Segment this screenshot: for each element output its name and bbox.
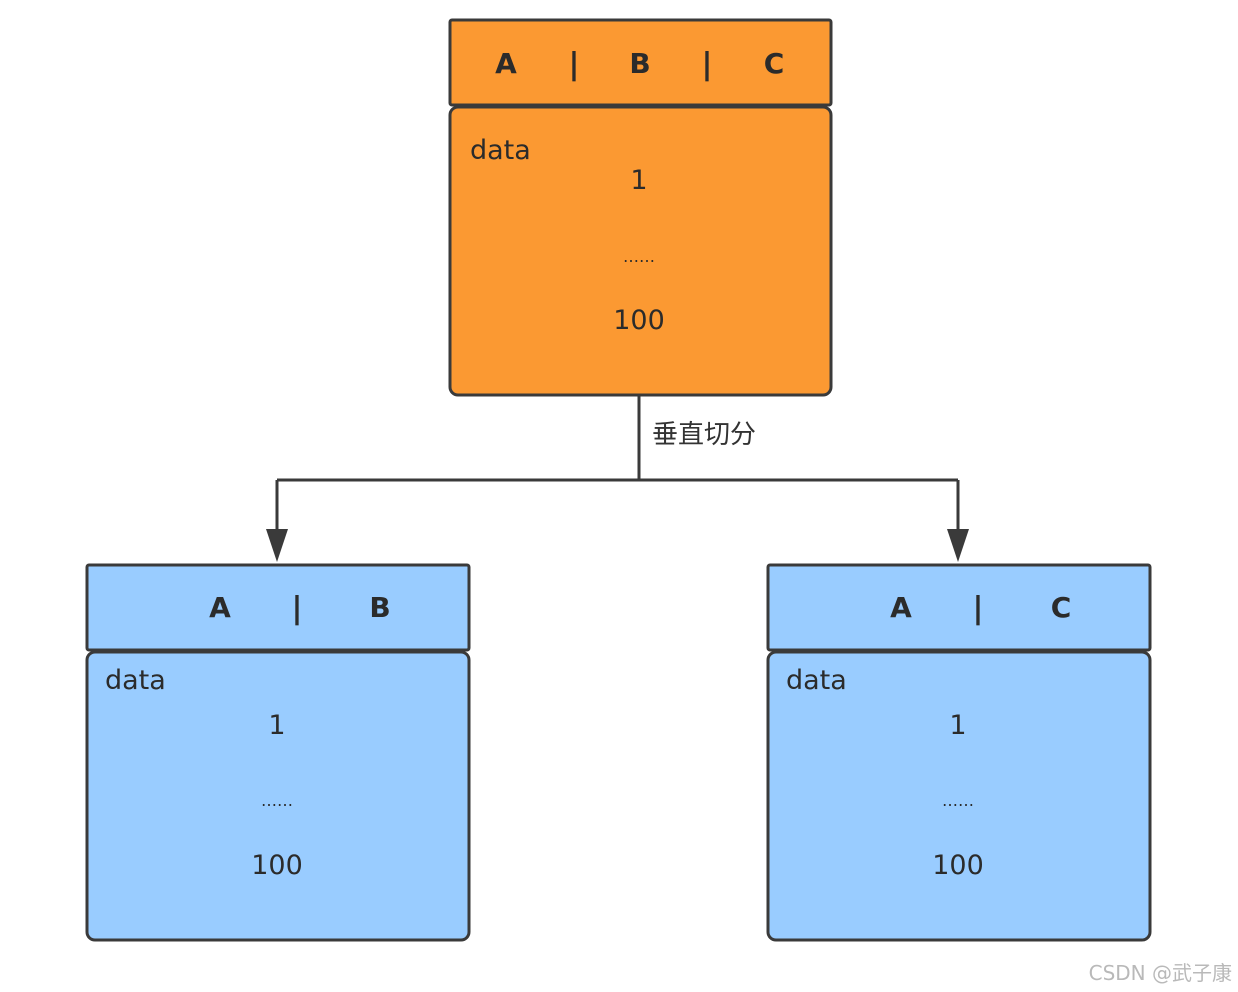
source-last-value: 100: [613, 305, 665, 336]
source-column-a: A: [495, 47, 517, 80]
source-column-separator: |: [569, 47, 580, 82]
right-last-value: 100: [932, 850, 984, 881]
source-table-body-box: [448, 105, 833, 397]
right-column-separator: |: [973, 591, 984, 626]
left-table: A | B data 1 …… 100: [85, 563, 471, 942]
watermark: CSDN @武子康: [1089, 961, 1232, 985]
left-column-separator: |: [292, 591, 303, 626]
left-column-a: A: [209, 591, 231, 624]
right-column-a: A: [890, 591, 912, 624]
right-table: A | C data 1 …… 100: [766, 563, 1152, 942]
connector-lines: [275, 396, 960, 532]
right-arrow-head: [947, 529, 969, 562]
left-table-body-box: [85, 650, 471, 942]
right-column-c: C: [1051, 591, 1072, 624]
left-column-b: B: [369, 591, 390, 624]
right-ellipsis: ……: [942, 791, 974, 810]
left-table-header-box: [85, 563, 471, 652]
source-column-b: B: [629, 47, 650, 80]
left-ellipsis: ……: [261, 791, 293, 810]
left-first-value: 1: [268, 710, 285, 741]
source-data-label: data: [470, 135, 531, 166]
source-ellipsis: ……: [623, 247, 655, 266]
right-first-value: 1: [949, 710, 966, 741]
split-connector: 垂直切分: [266, 396, 969, 562]
left-data-label: data: [105, 665, 166, 696]
left-arrow-head: [266, 529, 288, 562]
source-table: A | B | C data 1 …… 100: [448, 18, 833, 397]
left-last-value: 100: [251, 850, 303, 881]
source-first-value: 1: [630, 165, 647, 196]
source-column-c: C: [764, 47, 785, 80]
right-data-label: data: [786, 665, 847, 696]
right-table-body-box: [766, 650, 1152, 942]
split-label: 垂直切分: [652, 420, 756, 450]
right-table-header-box: [766, 563, 1152, 652]
source-table-header-box: [448, 18, 833, 107]
source-column-separator: |: [702, 47, 713, 82]
